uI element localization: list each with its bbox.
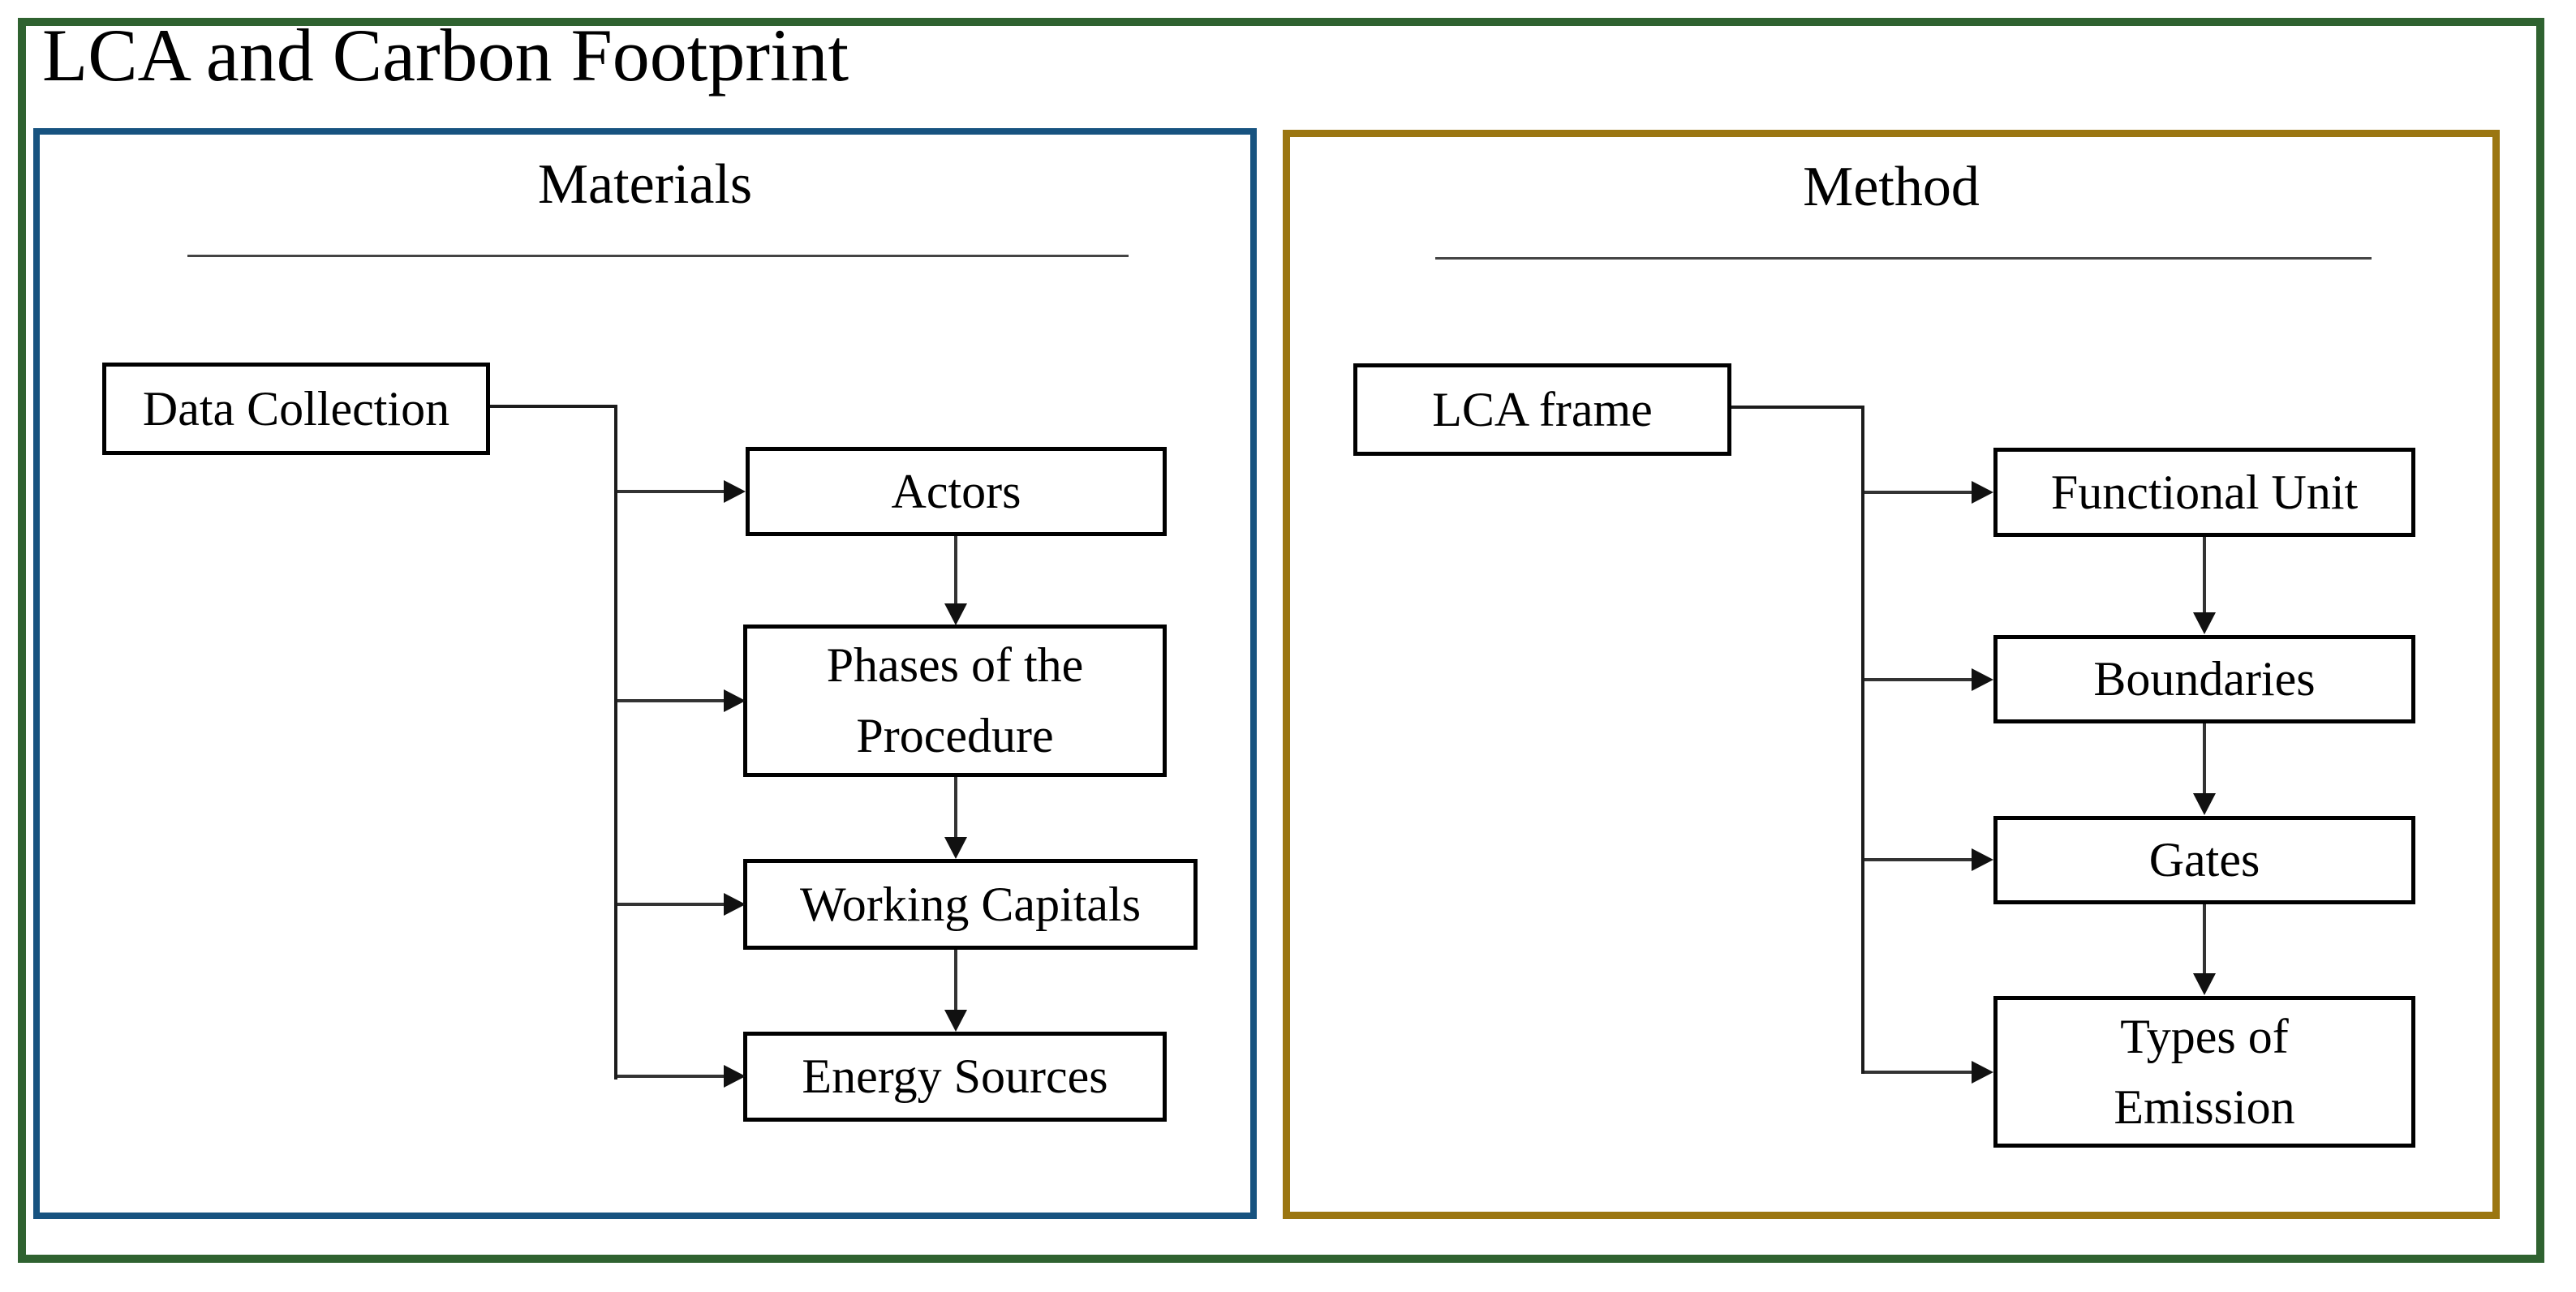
arrowhead-boundaries-to-gates	[2193, 793, 2216, 815]
node-functional-unit: Functional Unit	[1993, 448, 2415, 537]
arrowhead-functional-unit-to-boundaries	[2193, 612, 2216, 634]
node-actors-label: Actors	[891, 464, 1021, 518]
method-panel-title: Method	[1803, 156, 1980, 218]
arrowhead-working-to-energy	[944, 1010, 967, 1032]
method-panel: Method LCA frame Functional Unit Boundar…	[1283, 130, 2500, 1219]
connector-gates-to-types	[2203, 904, 2206, 975]
node-lca-frame-label: LCA frame	[1432, 382, 1653, 436]
page-title: LCA and Carbon Footprint	[42, 14, 849, 97]
connector-branch-types-of-emission	[1864, 1071, 1972, 1074]
connector-functional-unit-to-boundaries	[2203, 537, 2206, 614]
node-data-collection: Data Collection	[102, 363, 490, 455]
node-phases-of-the-procedure-label: Phases of the Procedure	[826, 638, 1084, 762]
node-types-of-emission: Types of Emission	[1993, 996, 2415, 1148]
materials-panel-title: Materials	[537, 153, 753, 216]
arrowhead-phases-to-working	[944, 837, 967, 859]
arrowhead-gates-to-types	[2193, 973, 2216, 995]
connector-working-to-energy	[954, 950, 957, 1011]
node-gates-label: Gates	[2148, 833, 2260, 886]
node-working-capitals-label: Working Capitals	[799, 877, 1142, 931]
connector-branch-gates	[1864, 858, 1972, 861]
connector-lcaframe-to-trunk	[1731, 406, 1864, 409]
connector-branch-energy-sources	[617, 1075, 725, 1078]
arrowhead-working-capitals	[724, 893, 746, 916]
node-boundaries: Boundaries	[1993, 635, 2415, 723]
connector-method-trunk	[1861, 406, 1864, 1074]
connector-branch-functional-unit	[1864, 491, 1972, 494]
node-data-collection-label: Data Collection	[142, 381, 450, 436]
node-energy-sources-label: Energy Sources	[802, 1049, 1108, 1103]
node-lca-frame: LCA frame	[1353, 363, 1731, 456]
arrowhead-actors-to-phases	[944, 603, 967, 625]
node-working-capitals: Working Capitals	[743, 859, 1198, 950]
connector-branch-boundaries	[1864, 678, 1972, 681]
connector-branch-phases	[617, 699, 725, 702]
method-title-underline	[1435, 257, 2372, 260]
connector-boundaries-to-gates	[2203, 723, 2206, 795]
node-actors: Actors	[746, 447, 1167, 536]
arrowhead-energy-sources	[724, 1065, 746, 1088]
materials-panel: Materials Data Collection Actors Phases …	[33, 128, 1257, 1219]
node-phases-of-the-procedure: Phases of the Procedure	[743, 625, 1167, 777]
node-gates: Gates	[1993, 816, 2415, 904]
arrowhead-boundaries	[1972, 668, 1993, 691]
node-types-of-emission-label: Types of Emission	[2114, 1009, 2295, 1134]
node-boundaries-label: Boundaries	[2093, 652, 2316, 706]
connector-datacollection-to-trunk	[490, 405, 617, 408]
connector-branch-actors	[617, 490, 725, 493]
connector-materials-trunk	[614, 405, 617, 1080]
arrowhead-phases	[724, 689, 746, 712]
connector-phases-to-working	[954, 777, 957, 839]
arrowhead-actors	[724, 480, 746, 503]
arrowhead-gates	[1972, 848, 1993, 871]
connector-branch-working-capitals	[617, 903, 725, 906]
node-energy-sources: Energy Sources	[743, 1032, 1167, 1122]
materials-title-underline	[187, 255, 1129, 257]
node-functional-unit-label: Functional Unit	[2050, 465, 2359, 519]
arrowhead-functional-unit	[1972, 481, 1993, 504]
connector-actors-to-phases	[954, 536, 957, 605]
arrowhead-types-of-emission	[1972, 1061, 1993, 1084]
